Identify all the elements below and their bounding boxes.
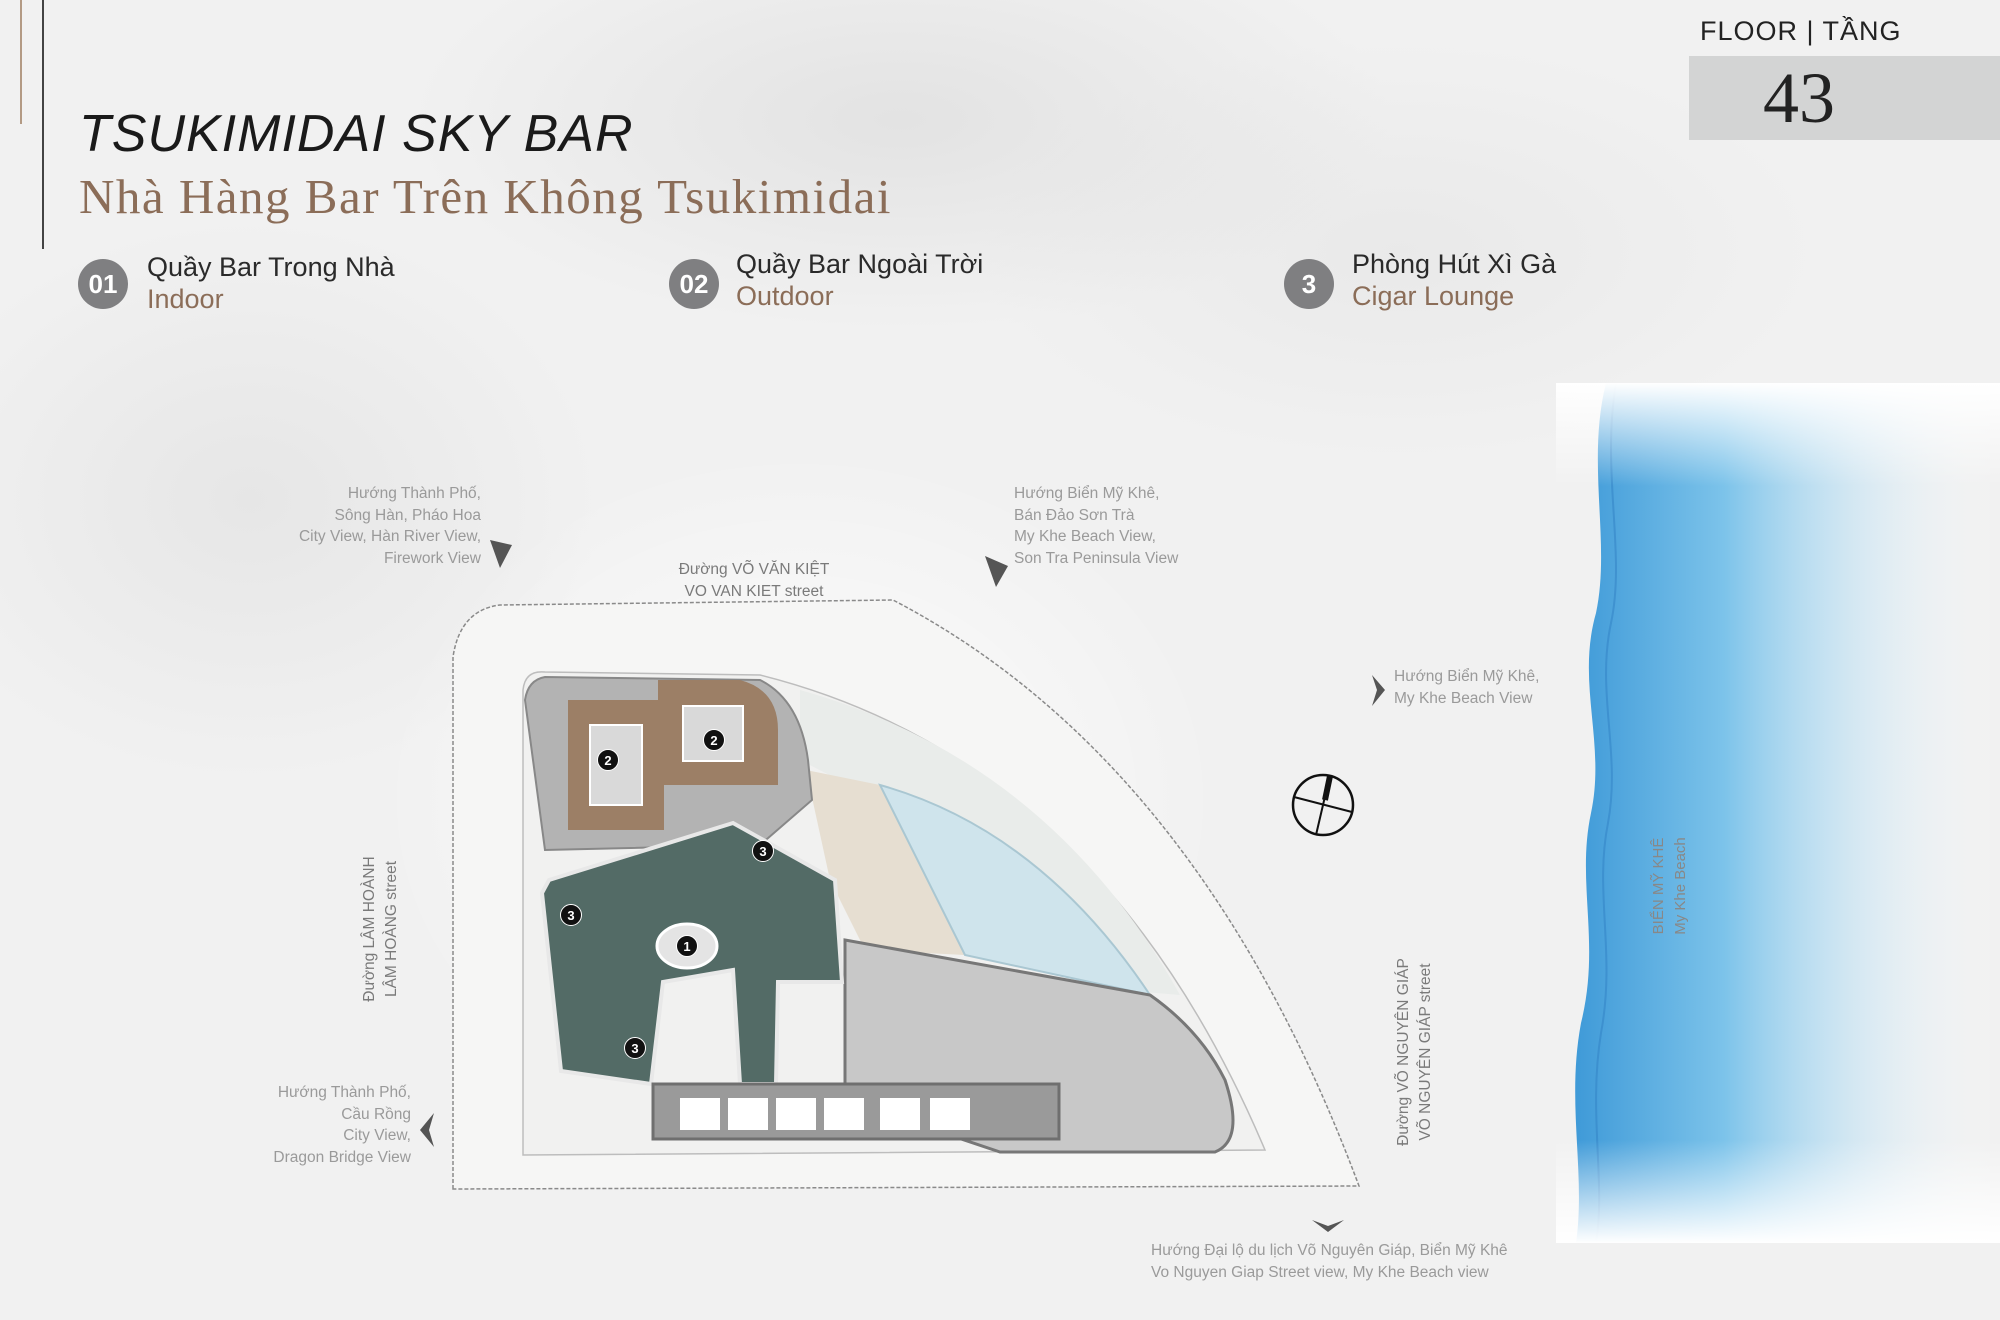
plan-marker-cigar: 3 bbox=[752, 840, 774, 862]
arrow-bottom-icon bbox=[1312, 1220, 1344, 1232]
view-label-top-left: Hướng Thành Phố, Sông Hàn, Pháo Hoa City… bbox=[231, 483, 481, 569]
sun-deck bbox=[806, 770, 965, 955]
view-line: My Khe Beach View bbox=[1394, 689, 1533, 707]
legend-cigar-en: Cigar Lounge bbox=[1352, 281, 1515, 311]
legend-badge-indoor: 01 bbox=[78, 259, 128, 309]
legend-cigar-vn: Phòng Hút Xì Gà bbox=[1352, 249, 1557, 279]
road-name-vn: Đường VÕ NGUYÊN GIÁP bbox=[1395, 958, 1412, 1146]
view-line: Hướng Đại lộ du lịch Võ Nguyên Giáp, Biể… bbox=[1151, 1242, 1508, 1259]
view-line: Hướng Biển Mỹ Khê, bbox=[1394, 668, 1540, 685]
view-line: Firework View bbox=[383, 549, 481, 567]
road-name-en: LÂM HOÀNG street bbox=[383, 860, 400, 998]
legend-indoor-vn: Quầy Bar Trong Nhà bbox=[147, 252, 395, 282]
view-label-bottom: Hướng Đại lộ du lịch Võ Nguyên Giáp, Biể… bbox=[1151, 1240, 1571, 1283]
decorative-dark-line bbox=[42, 0, 44, 249]
view-line: Vo Nguyen Giap Street view, My Khe Beach… bbox=[1151, 1263, 1489, 1281]
view-line: Hướng Thành Phố, bbox=[277, 1084, 411, 1101]
view-line: My Khe Beach View, bbox=[1014, 528, 1156, 545]
service-room bbox=[728, 1098, 768, 1130]
plan-marker-cigar: 3 bbox=[624, 1037, 646, 1059]
road-name-vn: Đường VÕ VĂN KIỆT bbox=[678, 561, 830, 578]
floor-label: FLOOR | TẦNG bbox=[1700, 16, 1902, 46]
legend-badge-outdoor: 02 bbox=[669, 259, 719, 309]
sea-illustration bbox=[1556, 383, 2000, 1243]
north-compass-icon bbox=[1291, 773, 1355, 837]
legend-outdoor-vn: Quầy Bar Ngoài Trời bbox=[736, 249, 984, 279]
road-label-top: Đường VÕ VĂN KIỆT VO VAN KIET street bbox=[634, 559, 874, 603]
view-line: Bán Đảo Sơn Trà bbox=[1014, 506, 1135, 524]
service-room bbox=[776, 1098, 816, 1130]
floor-number: 43 bbox=[1763, 57, 1835, 138]
road-label-right: Đường VÕ NGUYÊN GIÁP VÕ NGUYÊN GIÁP stre… bbox=[1393, 932, 1437, 1172]
view-line: Dragon Bridge View bbox=[273, 1148, 411, 1166]
view-line: Sông Hàn, Pháo Hoa bbox=[334, 506, 482, 524]
plan-marker-outdoor: 2 bbox=[703, 729, 725, 751]
decorative-gold-line bbox=[20, 0, 22, 124]
road-name-en: VÕ NGUYÊN GIÁP street bbox=[1417, 963, 1434, 1141]
plan-marker-cigar: 3 bbox=[560, 904, 582, 926]
plan-marker-outdoor: 2 bbox=[597, 749, 619, 771]
floor-number-box bbox=[1689, 56, 2000, 140]
view-line: City View, Hàn River View, bbox=[298, 528, 481, 545]
arrow-top-right-icon bbox=[985, 556, 1008, 587]
arrow-top-left-icon bbox=[490, 540, 512, 568]
view-line: Son Tra Peninsula View bbox=[1014, 549, 1179, 567]
road-name-vn: Đường LÂM HOÀNH bbox=[361, 856, 378, 1002]
road-label-left: Đường LÂM HOÀNH LÂM HOÀNG street bbox=[359, 829, 403, 1029]
view-label-bottom-left: Hướng Thành Phố, Cầu Rồng City View, Dra… bbox=[211, 1082, 411, 1168]
service-room bbox=[880, 1098, 920, 1130]
view-line: City View, bbox=[343, 1127, 411, 1144]
legend-indoor-en: Indoor bbox=[147, 284, 224, 314]
service-room bbox=[680, 1098, 720, 1130]
view-line: Cầu Rồng bbox=[341, 1105, 411, 1123]
legend-badge-cigar: 3 bbox=[1284, 259, 1334, 309]
page-subtitle: Nhà Hàng Bar Trên Không Tsukimidai bbox=[79, 169, 892, 224]
view-line: Hướng Biển Mỹ Khê, bbox=[1014, 485, 1160, 502]
page-title: TSUKIMIDAI SKY BAR bbox=[79, 105, 634, 163]
service-room bbox=[930, 1098, 970, 1130]
pool bbox=[878, 783, 1153, 997]
road-name-en: VO VAN KIET street bbox=[684, 583, 824, 600]
arrow-right-icon bbox=[1372, 675, 1385, 706]
arrow-bottom-left-icon bbox=[420, 1113, 434, 1147]
legend-outdoor-en: Outdoor bbox=[736, 281, 834, 311]
view-label-right: Hướng Biển Mỹ Khê, My Khe Beach View bbox=[1394, 666, 1654, 709]
plan-marker-indoor: 1 bbox=[676, 935, 698, 957]
view-line: Hướng Thành Phố, bbox=[347, 485, 481, 502]
view-label-top-right: Hướng Biển Mỹ Khê, Bán Đảo Sơn Trà My Kh… bbox=[1014, 483, 1274, 569]
service-room bbox=[824, 1098, 864, 1130]
